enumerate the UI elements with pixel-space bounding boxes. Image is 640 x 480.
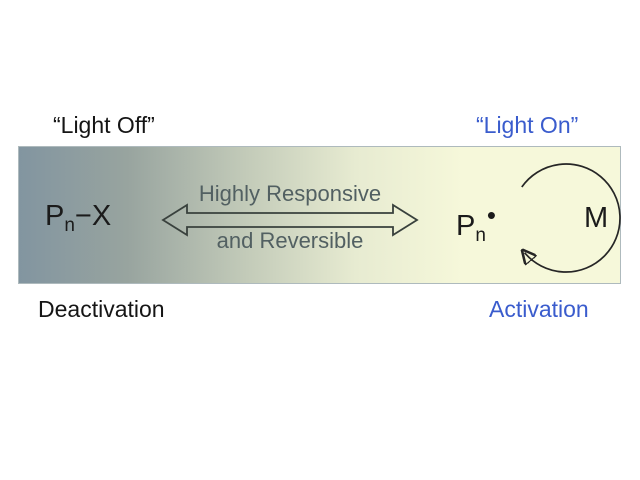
- end-group-symbol: X: [91, 200, 112, 232]
- radical-dot: •: [486, 200, 497, 230]
- polymer-symbol: P: [456, 210, 476, 242]
- polymer-subscript: n: [475, 225, 486, 246]
- bond-dash: −: [74, 200, 92, 232]
- deactivation-label: Deactivation: [38, 296, 165, 322]
- double-headed-arrow-icon: [161, 203, 419, 237]
- light-on-label: “Light On”: [476, 112, 579, 138]
- monomer-label: M: [584, 202, 609, 234]
- equilibrium-label-line1: Highly Responsive: [198, 181, 382, 206]
- equilibrium-label-line2: and Reversible: [216, 228, 364, 253]
- catalytic-cycle-arrow-icon: [500, 163, 621, 273]
- polymer-subscript: n: [64, 215, 75, 236]
- dormant-species-formula: Pn−X: [45, 200, 112, 236]
- polymer-symbol: P: [45, 200, 65, 232]
- activation-label: Activation: [489, 296, 589, 322]
- light-off-label: “Light Off”: [53, 112, 155, 138]
- active-species-formula: Pn•: [456, 202, 496, 245]
